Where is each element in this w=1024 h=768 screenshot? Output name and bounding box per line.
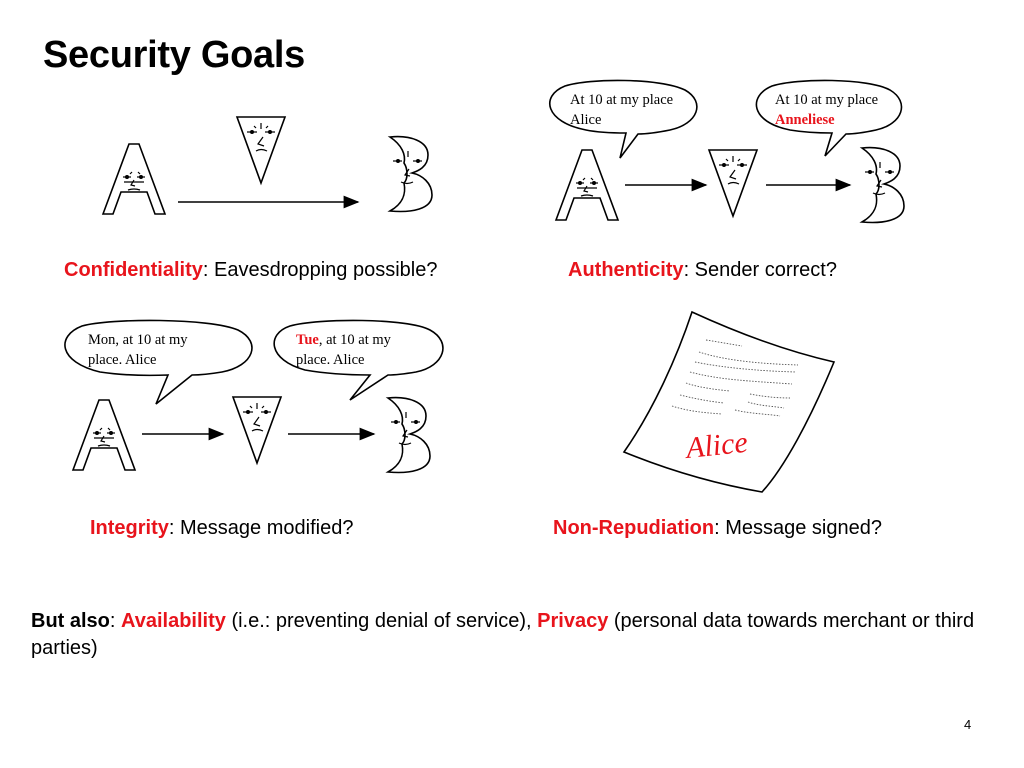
integrity-diagram [64, 319, 444, 474]
triangle-face-icon [708, 149, 758, 217]
term: Authenticity [568, 259, 684, 281]
desc: : Message signed? [714, 517, 882, 539]
authenticity-diagram [548, 79, 905, 224]
privacy-desc: (personal data towards merchant or third… [31, 610, 975, 659]
speech-bubble-icon [548, 79, 698, 159]
desc: : Message modified? [168, 517, 354, 539]
bubble-line: Alice [570, 112, 602, 128]
letter-b-face-icon [861, 146, 905, 224]
modified-day: Tue [296, 332, 319, 348]
non-repudiation-caption: Non-Repudiation: Message signed? [553, 517, 882, 540]
letter-b-face-icon [389, 135, 433, 213]
bubble-line: Tue, at 10 at my [296, 330, 391, 350]
page-number: 4 [964, 717, 972, 732]
bubble-line: At 10 at my place [570, 92, 674, 108]
footer-lead: But also [31, 610, 110, 632]
availability-term: Availability [121, 610, 226, 632]
privacy-term: Privacy [537, 610, 609, 632]
term: Integrity [90, 517, 169, 539]
bubble-line-rest: , at 10 at my [318, 332, 391, 348]
auth-bubble-left-text: At 10 at my place Alice [570, 90, 673, 130]
bubble-line: At 10 at my place [775, 92, 879, 108]
integrity-caption: Integrity: Message modified? [90, 517, 353, 540]
page-title: Security Goals [43, 34, 305, 76]
letter-a-face-icon [555, 149, 619, 221]
footer-sep: : [109, 610, 122, 632]
bubble-line: place. Alice [88, 352, 157, 368]
desc: : Sender correct? [683, 259, 837, 281]
integrity-bubble-right-text: Tue, at 10 at my place. Alice [296, 330, 391, 370]
triangle-face-icon [232, 396, 282, 464]
speech-bubble-icon [273, 319, 444, 401]
speech-bubble-icon [64, 319, 253, 405]
letter-a-face-icon [72, 399, 136, 471]
footer-note: But also: Availability (i.e.: preventing… [31, 608, 991, 662]
letter-b-face-icon [387, 396, 431, 474]
availability-desc: (i.e.: preventing denial of service), [225, 610, 538, 632]
letter-a-face-icon [102, 143, 166, 215]
auth-bubble-right-text: At 10 at my place Anneliese [775, 90, 878, 130]
confidentiality-caption: Confidentiality: Eavesdropping possible? [64, 259, 438, 282]
bubble-line-forged-name: Anneliese [775, 112, 835, 128]
desc: : Eavesdropping possible? [202, 259, 438, 281]
authenticity-caption: Authenticity: Sender correct? [568, 259, 837, 282]
triangle-face-icon [236, 116, 286, 184]
bubble-line: place. Alice [296, 352, 365, 368]
signature: Alice [684, 425, 750, 466]
term: Non-Repudiation [553, 517, 715, 539]
signed-document-icon [622, 310, 836, 493]
term: Confidentiality [64, 259, 203, 281]
speech-bubble-icon [755, 79, 903, 157]
confidentiality-diagram [102, 116, 433, 215]
bubble-line: Mon, at 10 at my [88, 332, 188, 348]
integrity-bubble-left-text: Mon, at 10 at my place. Alice [88, 330, 187, 370]
